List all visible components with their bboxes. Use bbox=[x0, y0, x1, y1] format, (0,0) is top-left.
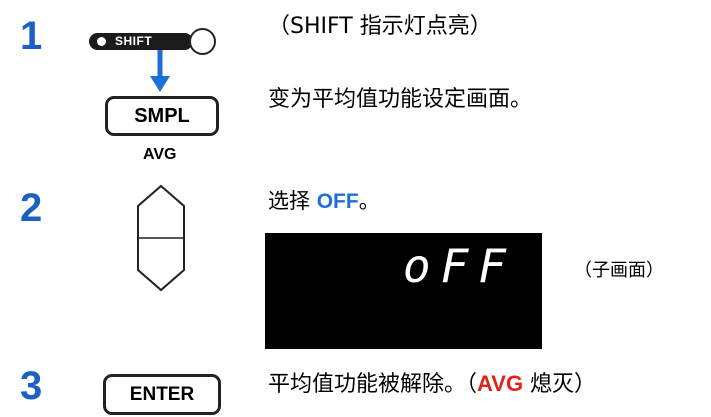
sub-screen-display: oFF bbox=[265, 233, 542, 349]
step-2-suffix: 。 bbox=[358, 189, 380, 213]
smpl-key[interactable]: SMPL bbox=[105, 96, 219, 136]
step-1-description: 变为平均值功能设定画面。 bbox=[268, 87, 533, 112]
up-down-key-icon[interactable] bbox=[135, 184, 187, 292]
step-3-suffix: 熄灭） bbox=[523, 372, 597, 397]
off-value: OFF bbox=[316, 190, 359, 213]
step-1-note: （SHIFT 指示灯点亮） bbox=[268, 14, 492, 39]
shift-indicator-led bbox=[189, 28, 216, 55]
step-2-prefix: 选择 bbox=[268, 189, 317, 213]
avg-highlight: AVG bbox=[477, 371, 524, 396]
avg-label: AVG bbox=[143, 146, 177, 163]
step-2-instruction: 选择 OFF。 bbox=[268, 189, 380, 213]
step-3-description: 平均值功能被解除。（AVG 熄灭） bbox=[268, 373, 596, 396]
step-number-1: 1 bbox=[20, 14, 43, 58]
display-text: oFF bbox=[402, 239, 516, 293]
shift-dot-icon bbox=[97, 37, 106, 46]
arrow-down-icon bbox=[150, 50, 170, 92]
shift-key[interactable]: SHIFT bbox=[89, 33, 193, 50]
step-number-3: 3 bbox=[20, 364, 43, 408]
step-number-2: 2 bbox=[20, 186, 43, 230]
step-3-prefix: 平均值功能被解除。（ bbox=[268, 372, 478, 397]
sub-screen-label: （子画面） bbox=[574, 260, 664, 281]
shift-key-label: SHIFT bbox=[115, 34, 153, 48]
enter-key[interactable]: ENTER bbox=[103, 374, 221, 415]
